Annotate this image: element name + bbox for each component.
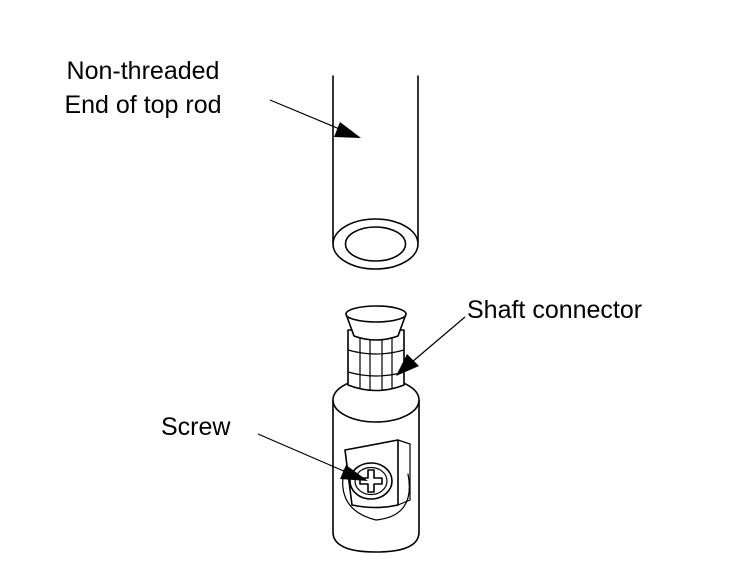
rod-label-line1: Non-threaded [67, 57, 220, 85]
connector-label: Shaft connector [467, 296, 642, 324]
rod-end-inner [344, 226, 407, 262]
leader-screw [257, 433, 368, 481]
leader-rod [269, 99, 361, 138]
screw-label: Screw [161, 413, 231, 441]
connector-tip-top [345, 305, 407, 323]
rod-label-line2: End of top rod [64, 91, 221, 119]
screw [349, 462, 393, 500]
shaft-connector [332, 305, 420, 553]
leader-connector [396, 316, 466, 376]
top-rod [332, 75, 419, 270]
